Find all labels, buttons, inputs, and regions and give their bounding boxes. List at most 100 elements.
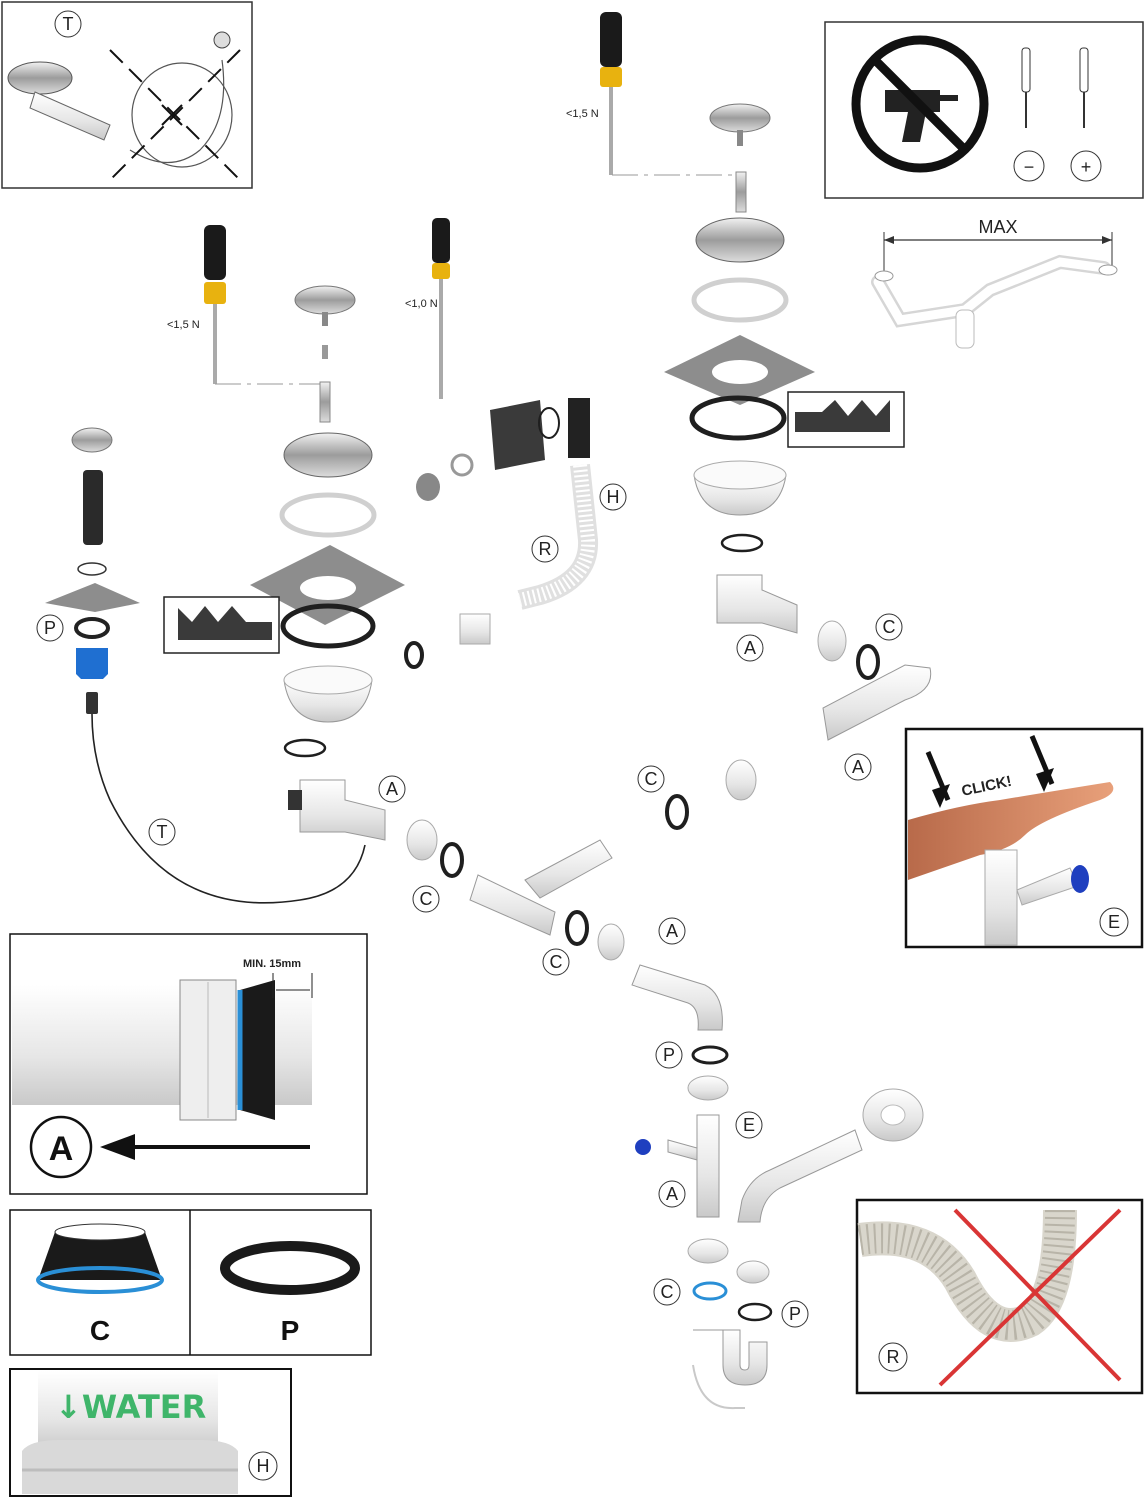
label-c-bottom: C bbox=[661, 1282, 674, 1302]
overflow-cover-icon bbox=[416, 473, 440, 501]
label-c-lower: C bbox=[550, 952, 563, 972]
no-stretch-hose-panel: R bbox=[855, 1198, 1144, 1395]
center-x-icon bbox=[161, 104, 183, 126]
screwdriver-left-icon bbox=[204, 225, 226, 384]
phillips-screwdriver-icon bbox=[1079, 47, 1089, 128]
flat-screwdriver-icon bbox=[1021, 47, 1031, 128]
seal-c-bottom-icon bbox=[692, 1281, 728, 1301]
legend-p-label: P bbox=[281, 1315, 300, 1346]
gasket-p-bottom-icon bbox=[737, 1302, 773, 1322]
bottle-trap-icon bbox=[693, 1329, 768, 1386]
minus-circle-icon bbox=[1013, 150, 1045, 182]
elbow-a-lower-icon bbox=[631, 964, 723, 1031]
label-t: T bbox=[63, 14, 74, 34]
label-p-left: P bbox=[44, 618, 56, 638]
o-ring-left-icon bbox=[283, 738, 327, 758]
blue-cap-large-icon bbox=[1071, 865, 1089, 893]
label-c-middle: C bbox=[645, 769, 658, 789]
hose-end-icon bbox=[22, 1440, 238, 1494]
label-p-bottom: P bbox=[789, 1304, 801, 1324]
label-e-panel: E bbox=[1108, 912, 1120, 932]
label-c-right: C bbox=[883, 617, 896, 637]
arrow-down-left-icon bbox=[932, 784, 950, 808]
insert-arrow-icon bbox=[100, 1134, 135, 1160]
sink-flange-left-icon bbox=[283, 432, 373, 478]
plus-label: + bbox=[1081, 157, 1092, 177]
torque-middle-label: <1,0 N bbox=[405, 298, 438, 310]
seal-c-middle-icon bbox=[665, 794, 689, 830]
trap-riser-icon bbox=[696, 1114, 720, 1218]
label-a-right-pipe: A bbox=[852, 757, 864, 777]
label-r-panel: R bbox=[887, 1347, 900, 1367]
seal-c-right-icon bbox=[856, 644, 880, 680]
strainer-basket-left-icon bbox=[294, 285, 356, 315]
plus-circle-icon bbox=[1070, 150, 1102, 182]
nut-middle-icon bbox=[725, 759, 757, 801]
label-p-upper: P bbox=[663, 1045, 675, 1065]
max-distance-diagram: MAX bbox=[871, 217, 1118, 349]
arrow-down-right-icon bbox=[1036, 768, 1054, 792]
screwdriver-middle-icon bbox=[432, 218, 450, 399]
nut-bottom-left-icon bbox=[687, 1238, 729, 1264]
seal-c-lower-icon bbox=[565, 910, 589, 946]
hose-gasket-icon bbox=[404, 641, 424, 669]
label-a-left-elbow: A bbox=[386, 779, 398, 799]
label-a-right-elbow: A bbox=[744, 638, 756, 658]
label-a-lower: A bbox=[666, 921, 678, 941]
control-cable-icon bbox=[91, 713, 366, 904]
cone-seal-detail-icon bbox=[240, 980, 275, 1120]
hose-nut-icon bbox=[459, 613, 491, 645]
label-circle bbox=[54, 10, 82, 38]
knob-body-icon bbox=[83, 470, 103, 545]
torque-right-label: <1,5 N bbox=[566, 108, 599, 120]
outlet-pipe-icon bbox=[737, 1129, 863, 1223]
seal-legend: C P bbox=[9, 1209, 372, 1356]
knob-cap-icon bbox=[71, 427, 113, 453]
detail-a-letter: A bbox=[49, 1130, 74, 1168]
nut-left-icon bbox=[406, 819, 438, 861]
label-e-trap: E bbox=[743, 1115, 755, 1135]
nut-lower-icon bbox=[597, 923, 625, 961]
nut-trap-icon bbox=[687, 1075, 729, 1101]
drain-elbow-left-icon bbox=[299, 779, 386, 841]
overflow-column: <1,0 N H R bbox=[404, 218, 627, 669]
water-direction-panel: ↓WATER H bbox=[9, 1368, 292, 1497]
label-h-panel: H bbox=[257, 1456, 270, 1476]
flat-gasket-p-icon bbox=[220, 1241, 360, 1295]
o-ring-right-icon bbox=[720, 533, 764, 553]
minus-label: − bbox=[1024, 157, 1035, 177]
seal-c-left-icon bbox=[440, 842, 464, 878]
coiled-cable-icon bbox=[131, 62, 233, 168]
popup-knob-assembly: P T bbox=[36, 427, 366, 904]
pipe-a-right-icon bbox=[822, 664, 932, 741]
max-label: MAX bbox=[978, 217, 1017, 237]
no-coil-panel: T bbox=[1, 1, 253, 189]
red-cross-icon bbox=[938, 1208, 1122, 1387]
label-h-hose: H bbox=[607, 487, 620, 507]
click-panel: CLICK! E bbox=[904, 727, 1144, 949]
hand-icon bbox=[908, 782, 1114, 880]
label-c-left: C bbox=[420, 889, 433, 909]
detail-a-panel: MIN. 15mm A bbox=[9, 933, 368, 1195]
nut-bottom-right-icon bbox=[736, 1260, 770, 1284]
blue-knob-nut-icon bbox=[76, 648, 108, 679]
label-a-trap: A bbox=[666, 1184, 678, 1204]
tee-pipe-icon bbox=[469, 874, 556, 936]
knob-ring-icon bbox=[77, 562, 107, 576]
tee-fitting-icon bbox=[984, 849, 1018, 946]
label-r-hose: R bbox=[539, 539, 552, 559]
knob-template-icon bbox=[45, 583, 140, 612]
overflow-gasket-icon bbox=[490, 400, 545, 470]
knob-gasket-icon bbox=[74, 617, 110, 639]
left-sink-column: <1,5 N A bbox=[163, 225, 406, 841]
central-tee-and-trap: C C A P E A C P bbox=[406, 819, 924, 1410]
blue-cap-icon bbox=[635, 1139, 651, 1155]
label-t-cable: T bbox=[157, 822, 168, 842]
paper-ring-right-icon bbox=[691, 277, 789, 323]
legend-c-label: C bbox=[90, 1315, 110, 1346]
right-sink-column: <1,5 N A C A C bbox=[566, 12, 932, 830]
screwdriver-right-icon bbox=[600, 12, 622, 175]
rubber-gasket-left-icon bbox=[280, 603, 376, 649]
sink-flange-right-icon bbox=[695, 217, 785, 263]
